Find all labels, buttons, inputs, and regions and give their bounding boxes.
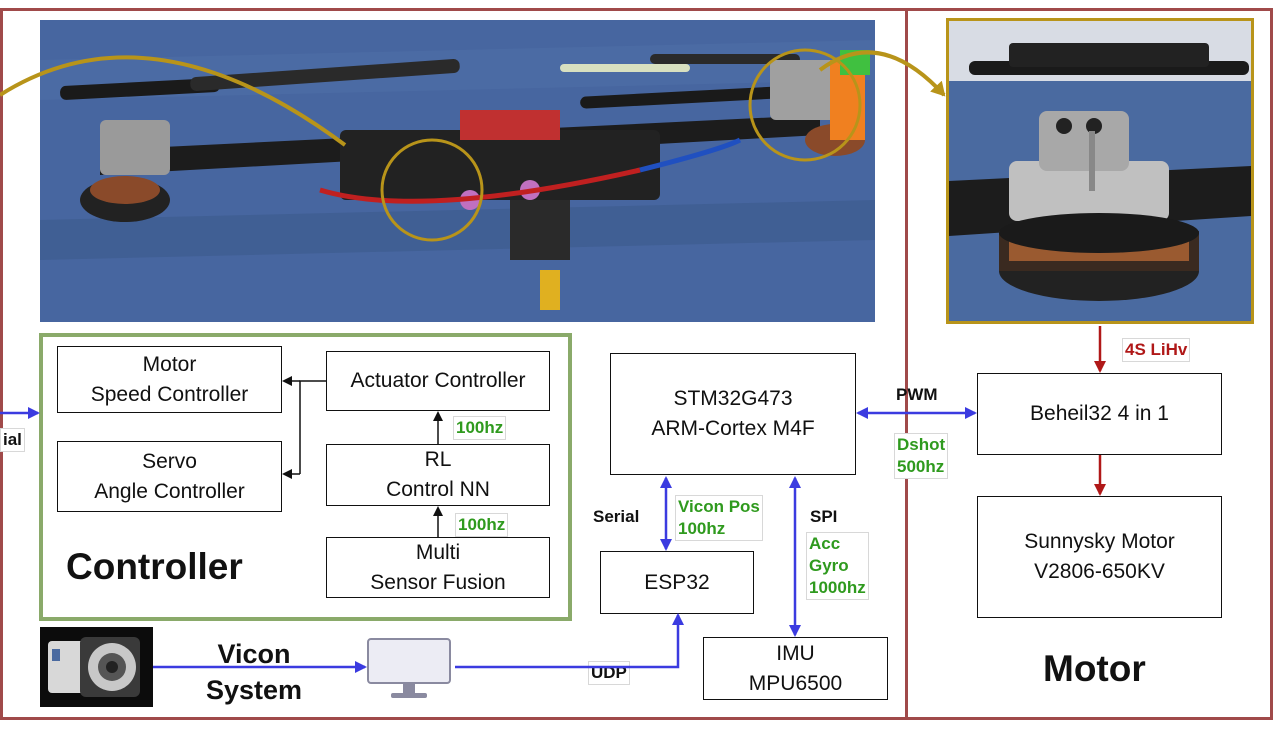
motor-frame xyxy=(905,8,1273,720)
left-edge-serial-label: ial xyxy=(0,428,25,452)
motor-closeup-illustration xyxy=(949,21,1251,321)
controller-group xyxy=(39,333,572,621)
rl-control-nn-box: RL Control NN xyxy=(326,444,550,506)
esp32-box: ESP32 xyxy=(600,551,754,614)
fusion-to-nn-rate-label: 100hz xyxy=(455,513,509,537)
dshot-rate-label: Dshot 500hz xyxy=(894,433,949,479)
serial-label: Serial xyxy=(593,507,640,526)
actuator-controller-box: Actuator Controller xyxy=(326,351,550,411)
vicon-pos-rate-label: Vicon Pos 100hz xyxy=(675,495,763,541)
sunnysky-motor-box: Sunnysky Motor V2806-650KV xyxy=(977,496,1222,618)
acc-gyro-rate-label: Acc Gyro 1000hz xyxy=(806,532,869,600)
drone-illustration xyxy=(40,20,875,322)
pwm-label: PWM xyxy=(896,385,938,404)
monitor-icon xyxy=(365,637,455,702)
motor-speed-controller-box: Motor Speed Controller xyxy=(57,346,282,413)
controller-title: Controller xyxy=(66,546,243,587)
spi-label: SPI xyxy=(810,507,838,526)
imu-box: IMU MPU6500 xyxy=(703,637,888,700)
esc-box: Beheil32 4 in 1 xyxy=(977,373,1222,455)
servo-angle-controller-box: Servo Angle Controller xyxy=(57,441,282,512)
drone-photo xyxy=(40,20,875,322)
nn-to-actuator-rate-label: 100hz xyxy=(453,416,507,440)
motor-photo xyxy=(946,18,1254,324)
battery-label: 4S LiHv xyxy=(1122,338,1191,362)
udp-label: UDP xyxy=(588,661,630,685)
vicon-camera-icon xyxy=(40,627,153,707)
motor-section-title: Motor xyxy=(1043,648,1146,689)
vicon-system-label: Vicon System xyxy=(205,639,303,705)
multi-sensor-fusion-box: Multi Sensor Fusion xyxy=(326,537,550,598)
stm32-mcu-box: STM32G473 ARM-Cortex M4F xyxy=(610,353,856,475)
